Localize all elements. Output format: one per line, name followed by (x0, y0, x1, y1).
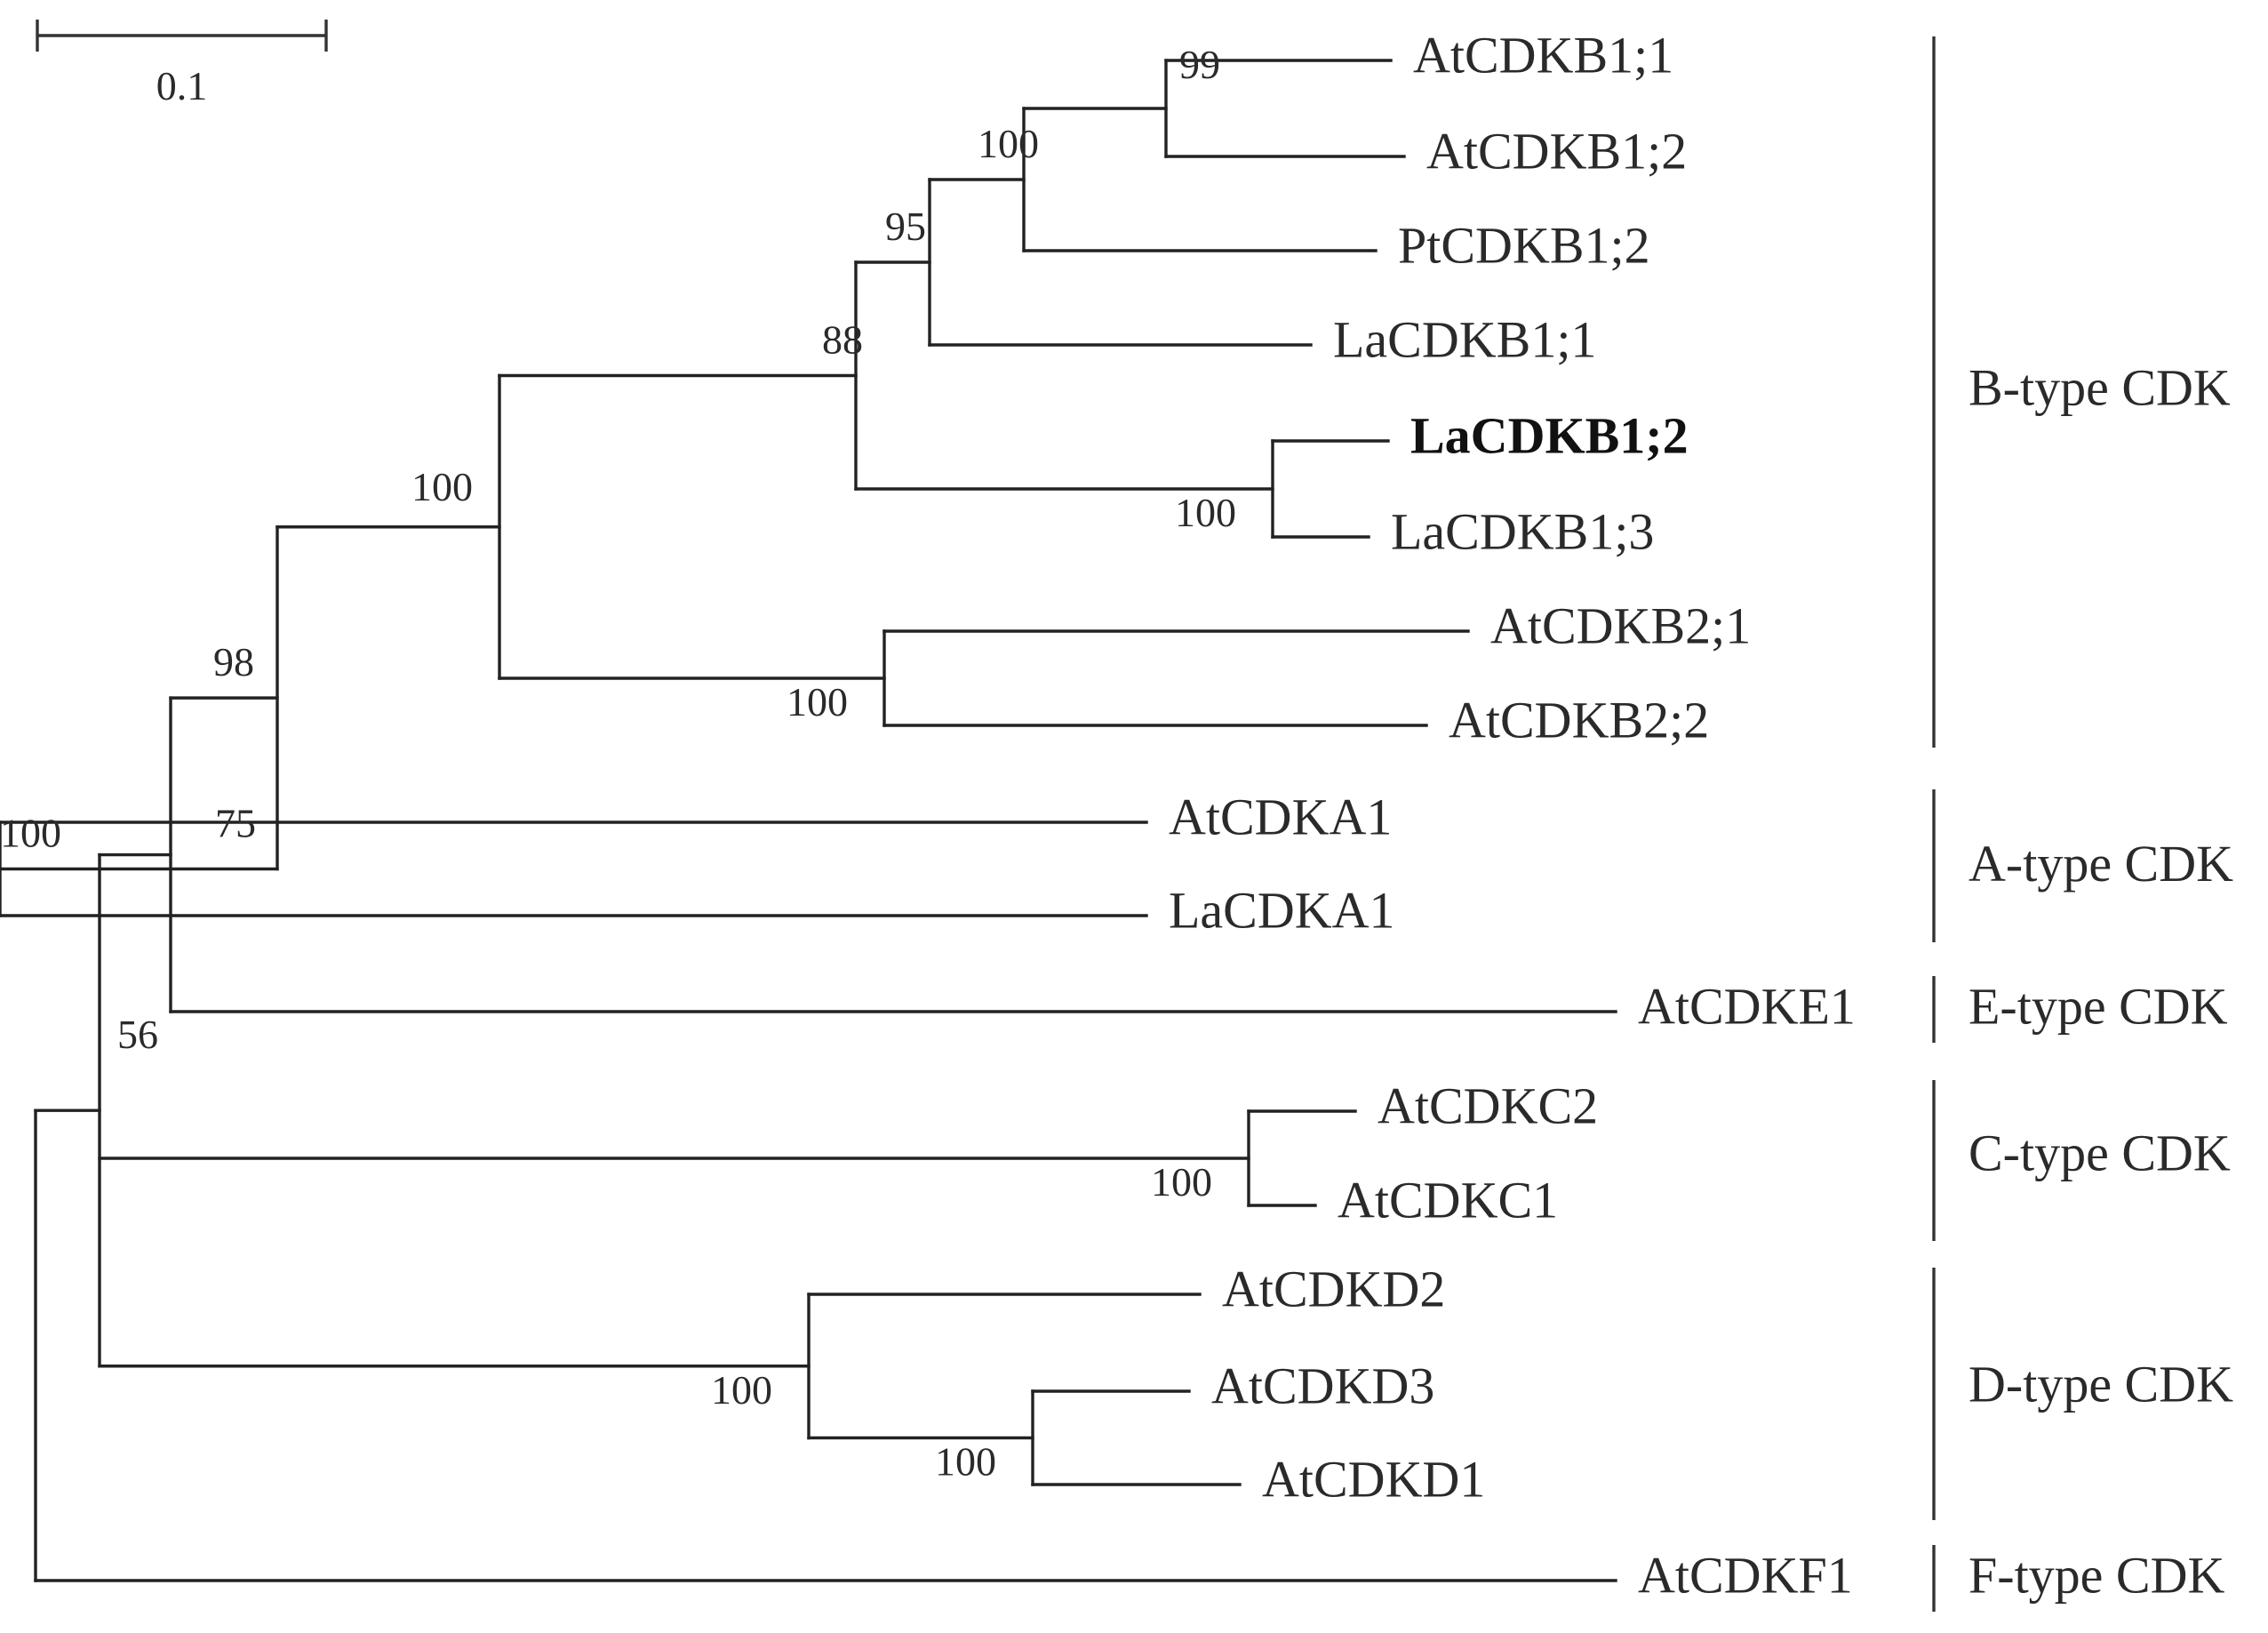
leaf-label-atcdkb2-1: AtCDKB2;1 (1490, 596, 1751, 654)
leaf-label-atcdkb1-2: AtCDKB1;2 (1426, 122, 1687, 180)
scale-bar-label: 0.1 (156, 63, 208, 108)
leaf-label-atcdke1: AtCDKE1 (1638, 977, 1856, 1035)
bootstrap-value: 100 (711, 1367, 772, 1413)
leaf-label-lacdka1: LaCDKA1 (1169, 881, 1395, 939)
group-label-e-type-cdk: E-type CDK (1969, 977, 2228, 1035)
leaf-label-atcdkd3: AtCDKD3 (1211, 1357, 1434, 1414)
leaf-label-atcdkf1: AtCDKF1 (1638, 1546, 1853, 1604)
leaf-label-lacdkb1-3: LaCDKB1;3 (1391, 502, 1654, 560)
bootstrap-value: 100 (411, 464, 473, 509)
bootstrap-value: 100 (0, 811, 61, 856)
leaf-label-atcdkd2: AtCDKD2 (1222, 1260, 1445, 1317)
leaf-label-atcdkd1: AtCDKD1 (1262, 1450, 1485, 1508)
tree-labels: AtCDKB1;1AtCDKB1;299PtCDKB1;2100LaCDKB1;… (0, 26, 1856, 1604)
bootstrap-value: 98 (213, 639, 254, 684)
bootstrap-value: 95 (885, 204, 926, 249)
leaf-label-atcdkc2: AtCDKC2 (1378, 1077, 1598, 1134)
group-label-d-type-cdk: D-type CDK (1969, 1355, 2233, 1413)
group-label-c-type-cdk: C-type CDK (1969, 1124, 2231, 1181)
bootstrap-value: 100 (935, 1439, 996, 1485)
scale-bar: 0.1 (36, 20, 328, 108)
leaf-label-atcdka1: AtCDKA1 (1169, 788, 1392, 845)
leaf-label-ptcdkb1-2: PtCDKB1;2 (1398, 216, 1650, 274)
leaf-label-atcdkb2-2: AtCDKB2;2 (1449, 691, 1709, 748)
tree-branches (0, 59, 1617, 1582)
bootstrap-value: 100 (787, 679, 848, 724)
bootstrap-value: 100 (1151, 1159, 1212, 1205)
bootstrap-value: 56 (117, 1012, 158, 1057)
group-label-b-type-cdk: B-type CDK (1969, 358, 2231, 416)
group-label-a-type-cdk: A-type CDK (1969, 835, 2233, 893)
bootstrap-value: 100 (1175, 490, 1236, 535)
bootstrap-value: 88 (822, 317, 863, 363)
group-label-f-type-cdk: F-type CDK (1969, 1546, 2225, 1604)
bootstrap-value: 75 (215, 801, 256, 846)
clade-groups: B-type CDK A-type CDK E-type CDK C-type CDK… (1932, 36, 2233, 1612)
bootstrap-value: 99 (1179, 42, 1220, 87)
leaf-label-atcdkb1-1: AtCDKB1;1 (1413, 26, 1673, 84)
bootstrap-value: 100 (978, 121, 1039, 166)
leaf-label-lacdkb1-2: LaCDKB1;2 (1410, 406, 1689, 464)
leaf-label-atcdkc1: AtCDKC1 (1338, 1171, 1558, 1229)
leaf-label-lacdkb1-1: LaCDKB1;1 (1333, 310, 1596, 368)
